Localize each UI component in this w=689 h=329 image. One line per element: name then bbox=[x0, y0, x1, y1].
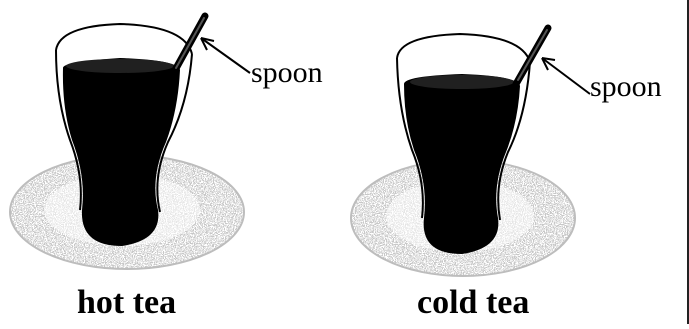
caption-hot-tea: hot tea bbox=[77, 284, 176, 322]
caption-cold-tea: cold tea bbox=[417, 284, 529, 322]
glass-1-rim bbox=[56, 24, 192, 54]
arrow-2 bbox=[542, 58, 590, 94]
tea-2-surface bbox=[410, 75, 514, 89]
tea-1-surface bbox=[66, 59, 174, 73]
arrow-1-head bbox=[201, 38, 214, 50]
cold-tea-glass-group bbox=[351, 28, 590, 276]
spoon-label-hot: spoon bbox=[251, 56, 323, 90]
spoon-1-shine bbox=[176, 18, 204, 68]
hot-tea-glass-group bbox=[10, 16, 250, 269]
spoon-2-shine bbox=[518, 30, 547, 80]
spoon-label-cold: spoon bbox=[590, 70, 662, 104]
glass-2-rim bbox=[397, 34, 530, 62]
arrow-1 bbox=[201, 38, 250, 73]
